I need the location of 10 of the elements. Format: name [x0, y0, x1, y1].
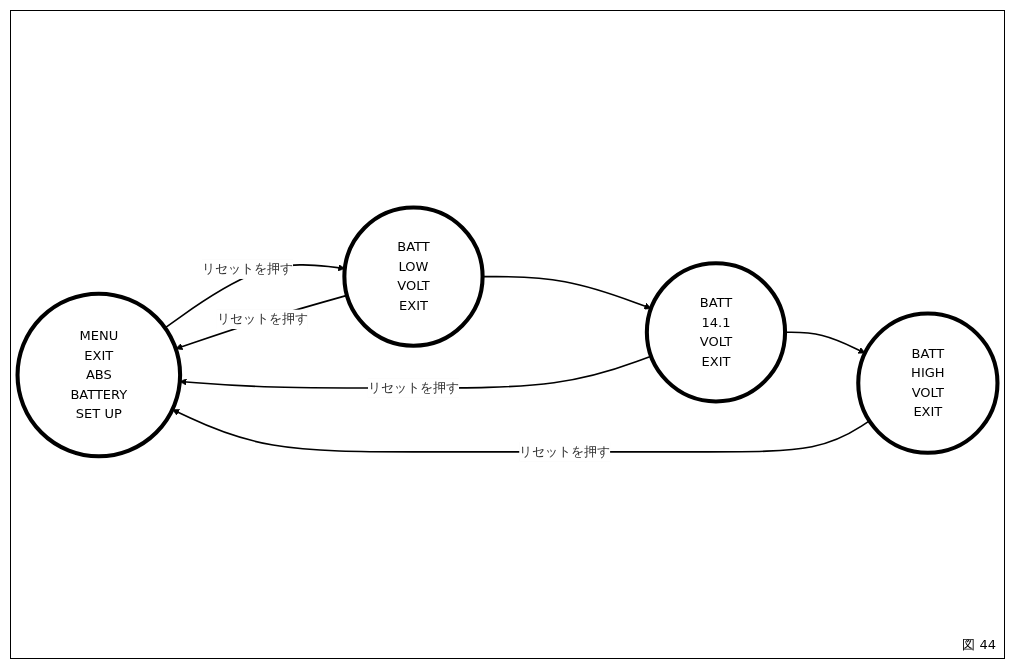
node-circle: BATT 14.1 VOLT EXIT	[644, 261, 788, 404]
edge-label: リセットを押す	[519, 443, 611, 460]
edge-label: リセットを押す	[367, 379, 460, 396]
node-circle: BATT LOW VOLT EXIT	[342, 205, 485, 348]
arrow	[784, 331, 866, 354]
figure-number: 図 44	[962, 636, 996, 654]
edge-label: リセットを押す	[216, 311, 308, 327]
node-circle: BATT HIGH VOLT EXIT	[856, 311, 1000, 455]
edge-label: リセットを押す	[202, 261, 294, 277]
node-circle: MENU EXIT ABS BATTERY SET UP	[15, 291, 183, 459]
